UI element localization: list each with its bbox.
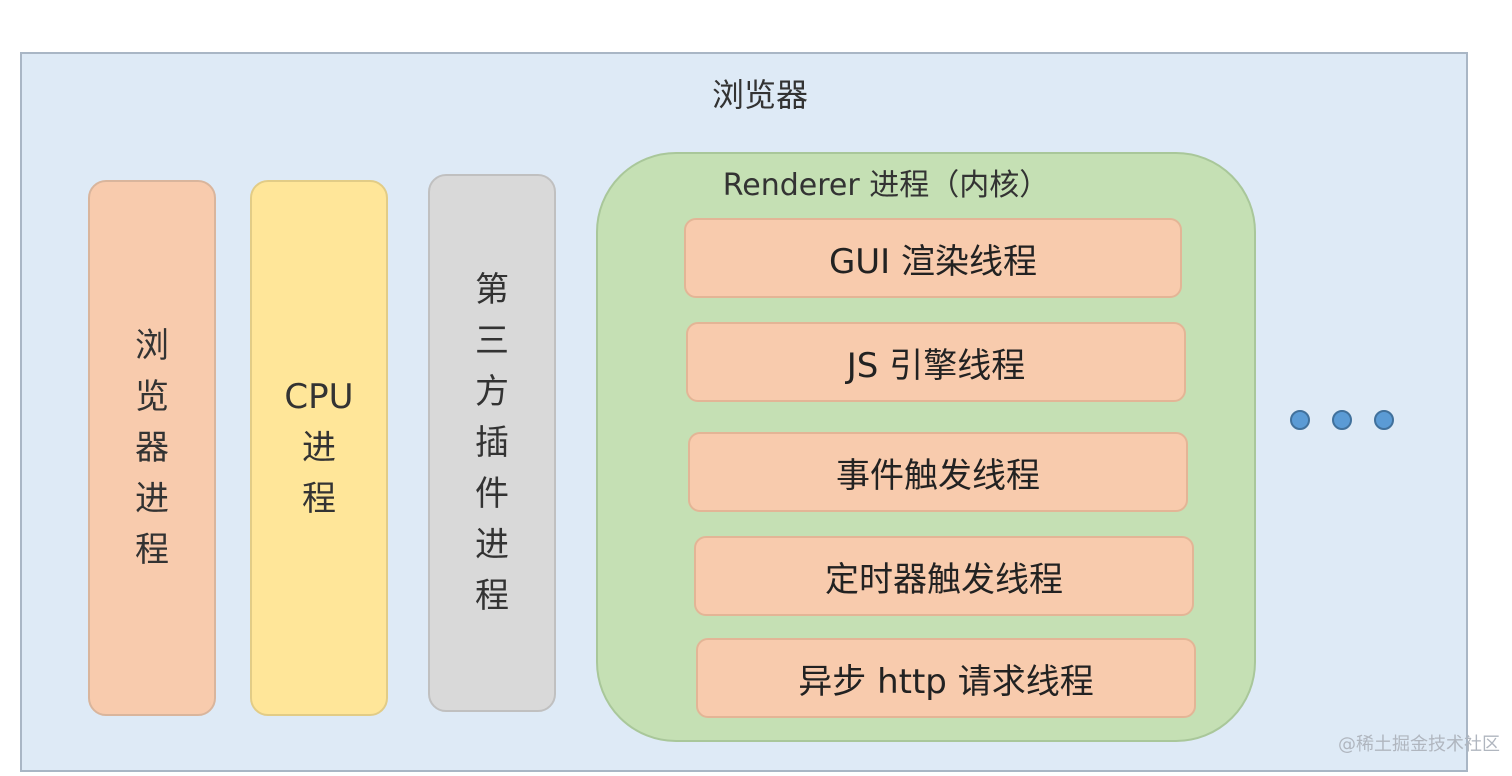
plugin-process-box: 第 三 方 插 件 进 程 <box>428 174 556 712</box>
async-http-thread: 异步 http 请求线程 <box>696 638 1196 718</box>
gpu-process-char: 程 <box>302 478 336 519</box>
plugin-process-char: 第 <box>475 269 509 310</box>
browser-title: 浏览器 <box>711 76 808 114</box>
browser-process-char: 器 <box>135 427 169 468</box>
plugin-process-char: 三 <box>475 320 509 361</box>
browser-process-char: 览 <box>135 376 169 417</box>
event-trigger-thread: 事件触发线程 <box>688 432 1188 512</box>
browser-process-char: 浏 <box>135 325 169 366</box>
ellipsis-dot <box>1374 410 1394 430</box>
gpu-process-box: CPU 进 程 <box>250 180 388 716</box>
ellipsis-dot <box>1332 410 1352 430</box>
browser-process-box: 浏 览 器 进 程 <box>88 180 216 716</box>
plugin-process-char: 进 <box>475 524 509 565</box>
gui-render-thread: GUI 渲染线程 <box>684 218 1182 298</box>
browser-process-char: 进 <box>135 478 169 519</box>
plugin-process-char: 程 <box>475 575 509 616</box>
watermark-text: @稀土掘金技术社区 <box>1338 734 1500 755</box>
browser-process-char: 程 <box>135 529 169 570</box>
ellipsis-dot <box>1290 410 1310 430</box>
renderer-process-title: Renderer 进程（内核） <box>722 168 1050 203</box>
gpu-process-char: 进 <box>302 427 336 468</box>
js-engine-thread: JS 引擎线程 <box>686 322 1186 402</box>
plugin-process-char: 方 <box>475 371 509 412</box>
plugin-process-char: 件 <box>475 473 509 514</box>
timer-trigger-thread: 定时器触发线程 <box>694 536 1194 616</box>
gpu-process-label: CPU <box>284 376 354 417</box>
plugin-process-char: 插 <box>475 422 509 463</box>
